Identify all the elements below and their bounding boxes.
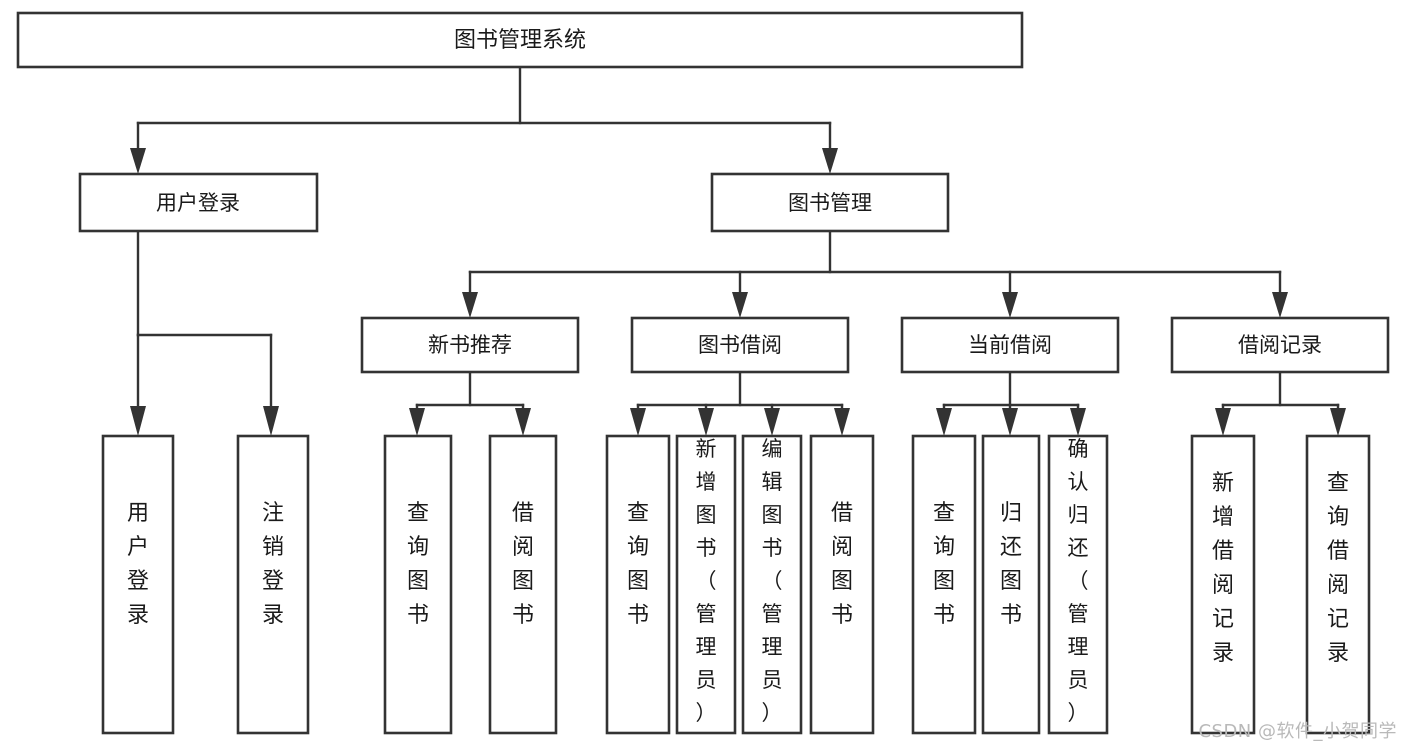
arrow-head-icon [834, 408, 850, 436]
arrow-head-icon [1215, 408, 1231, 436]
arrow-head-icon [1002, 408, 1018, 436]
node-leaf-user-login-label: 用户登录 [127, 501, 149, 628]
arrow-head-icon [1002, 292, 1018, 318]
arrow-head-icon [1070, 408, 1086, 436]
node-leaf-borrow-book-1-box[interactable] [488, 434, 558, 735]
arrow-head-icon [764, 408, 780, 436]
node-leaf-edit-book-box[interactable] [741, 434, 803, 735]
node-leaf-logout-box[interactable] [236, 434, 310, 735]
arrow-head-icon [130, 406, 146, 436]
arrow-head-icon [1272, 292, 1288, 318]
node-leaf-return-book[interactable]: 归还图书 [981, 434, 1041, 735]
arrow-head-icon [732, 292, 748, 318]
node-leaf-query-book-2-label: 查询图书 [627, 501, 649, 628]
node-leaf-confirm-return[interactable]: 确认归还（管理员） [1047, 434, 1109, 735]
node-book-borrow[interactable]: 图书借阅 [630, 316, 850, 374]
node-root[interactable]: 图书管理系统 [16, 11, 1024, 69]
node-user-login-box[interactable] [78, 172, 319, 233]
node-leaf-user-login-box[interactable] [101, 434, 175, 735]
node-leaf-confirm-return-label: 确认归还（管理员） [1068, 437, 1089, 725]
node-leaf-return-book-box[interactable] [981, 434, 1041, 735]
arrow-head-icon [630, 408, 646, 436]
node-leaf-query-book-2-box[interactable] [605, 434, 671, 735]
node-leaf-add-record[interactable]: 新增借阅记录 [1190, 434, 1256, 735]
node-leaf-borrow-book-2[interactable]: 借阅图书 [809, 434, 875, 735]
node-leaf-query-record[interactable]: 查询借阅记录 [1305, 434, 1371, 735]
node-leaf-query-record-label: 查询借阅记录 [1327, 471, 1349, 666]
node-leaf-add-book-box[interactable] [675, 434, 737, 735]
node-book-management[interactable]: 图书管理 [710, 172, 950, 233]
node-borrow-record-label: 借阅记录 [1238, 333, 1322, 357]
arrow-head-icon [409, 408, 425, 436]
node-leaf-add-record-box[interactable] [1190, 434, 1256, 735]
arrow-head-icon [698, 408, 714, 436]
node-user-login-label: 用户登录 [156, 191, 240, 215]
node-book-borrow-label: 图书借阅 [698, 333, 782, 357]
node-leaf-borrow-book-2-label: 借阅图书 [831, 501, 853, 628]
node-leaf-borrow-book-2-box[interactable] [809, 434, 875, 735]
node-leaf-confirm-return-box[interactable] [1047, 434, 1109, 735]
arrow-head-icon [515, 408, 531, 436]
node-leaf-logout[interactable]: 注销登录 [236, 434, 310, 735]
node-leaf-query-book-3[interactable]: 查询图书 [911, 434, 977, 735]
node-new-book-recommend[interactable]: 新书推荐 [360, 316, 580, 374]
node-book-borrow-box[interactable] [630, 316, 850, 374]
node-leaf-query-record-box[interactable] [1305, 434, 1371, 735]
node-current-borrow-box[interactable] [900, 316, 1120, 374]
arrow-head-icon [462, 292, 478, 318]
node-book-management-label: 图书管理 [788, 191, 872, 215]
node-borrow-record-box[interactable] [1170, 316, 1390, 374]
node-leaf-borrow-book-1[interactable]: 借阅图书 [488, 434, 558, 735]
node-leaf-query-book-1-box[interactable] [383, 434, 453, 735]
node-leaf-edit-book-label: 编辑图书（管理员） [762, 437, 783, 725]
node-leaf-add-book-label: 新增图书（管理员） [696, 437, 717, 725]
node-leaf-edit-book[interactable]: 编辑图书（管理员） [741, 434, 803, 735]
node-leaf-query-book-2[interactable]: 查询图书 [605, 434, 671, 735]
node-current-borrow-label: 当前借阅 [968, 333, 1052, 357]
node-new-book-recommend-label: 新书推荐 [428, 333, 512, 357]
node-leaf-add-record-label: 新增借阅记录 [1212, 471, 1234, 666]
node-leaf-logout-label: 注销登录 [262, 501, 284, 628]
node-new-book-recommend-box[interactable] [360, 316, 580, 374]
node-leaf-user-login[interactable]: 用户登录 [101, 434, 175, 735]
node-borrow-record[interactable]: 借阅记录 [1170, 316, 1390, 374]
node-leaf-query-book-1[interactable]: 查询图书 [383, 434, 453, 735]
node-current-borrow[interactable]: 当前借阅 [900, 316, 1120, 374]
node-book-management-box[interactable] [710, 172, 950, 233]
arrow-head-icon [822, 148, 838, 174]
node-leaf-query-book-3-label: 查询图书 [933, 501, 955, 628]
arrow-head-icon [936, 408, 952, 436]
connector-layer [130, 65, 1346, 436]
node-leaf-query-book-1-label: 查询图书 [407, 501, 429, 628]
node-root-box[interactable] [16, 11, 1024, 69]
node-leaf-return-book-label: 归还图书 [1000, 501, 1022, 628]
node-user-login[interactable]: 用户登录 [78, 172, 319, 233]
node-leaf-borrow-book-1-label: 借阅图书 [512, 501, 534, 628]
arrow-head-icon [1330, 408, 1346, 436]
node-leaf-query-book-3-box[interactable] [911, 434, 977, 735]
arrow-head-icon [263, 406, 279, 436]
node-leaf-add-book[interactable]: 新增图书（管理员） [675, 434, 737, 735]
node-root-label: 图书管理系统 [454, 28, 586, 53]
arrow-head-icon [130, 148, 146, 174]
